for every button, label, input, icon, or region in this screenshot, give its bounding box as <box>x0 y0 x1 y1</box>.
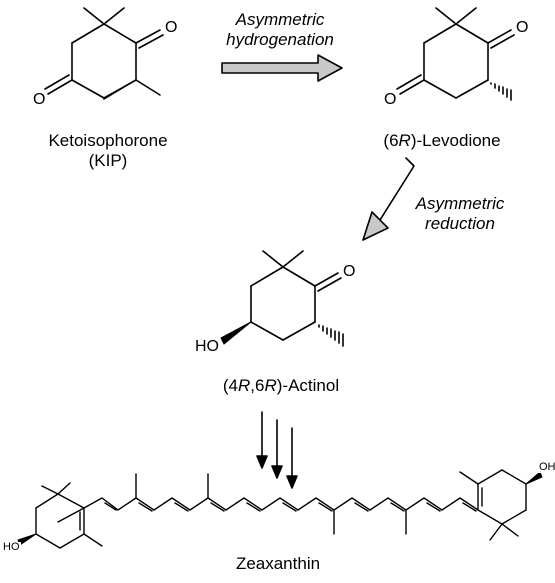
hydrogenation-arrow <box>221 54 343 82</box>
kip-oxygen-top: O <box>164 19 179 36</box>
reduction-step-label: Asymmetric reduction <box>415 194 505 233</box>
hydrogenation-step-label: Asymmetric hydrogenation <box>226 10 334 49</box>
zeaxanthin-structure <box>35 469 527 549</box>
kip-structure <box>44 7 164 100</box>
kip-oxygen-left: O <box>32 91 47 108</box>
reduction-arrow <box>362 157 415 241</box>
levodione-oxygen-top: O <box>515 19 530 36</box>
zeaxanthin-hydroxyl-left: HO <box>2 541 21 553</box>
kip-name: Ketoisophorone <box>48 131 168 150</box>
actinol-structure <box>250 250 344 347</box>
kip-label: Ketoisophorone (KIP) <box>28 131 188 171</box>
actinol-label: (4R,6R)-Actinol <box>222 376 340 395</box>
levodione-oxygen-left: O <box>383 91 398 108</box>
actinol-hydroxyl: HO <box>194 338 220 355</box>
zeaxanthin-label: Zeaxanthin <box>235 554 321 573</box>
zeaxanthin-hydroxyl-right: OH <box>538 461 555 473</box>
kip-abbreviation: (KIP) <box>88 151 128 170</box>
multistep-arrows <box>256 411 298 489</box>
levodione-label: (6R)-Levodione <box>383 131 501 150</box>
actinol-oxygen: O <box>342 263 357 280</box>
levodione-structure <box>396 7 515 101</box>
